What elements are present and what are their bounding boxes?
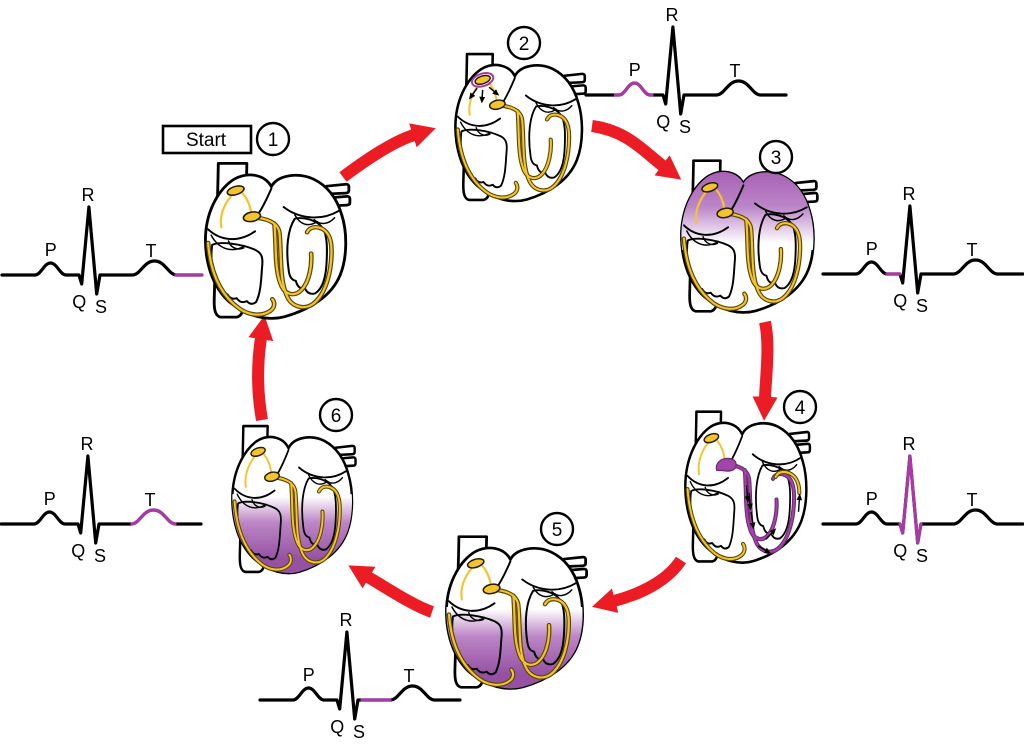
svg-text:4: 4 bbox=[795, 398, 806, 419]
svg-text:5: 5 bbox=[552, 520, 563, 541]
svg-text:3: 3 bbox=[771, 148, 782, 169]
svg-text:Start: Start bbox=[186, 130, 227, 151]
svg-text:2: 2 bbox=[519, 34, 530, 55]
svg-text:6: 6 bbox=[331, 406, 342, 427]
svg-text:1: 1 bbox=[268, 130, 279, 151]
